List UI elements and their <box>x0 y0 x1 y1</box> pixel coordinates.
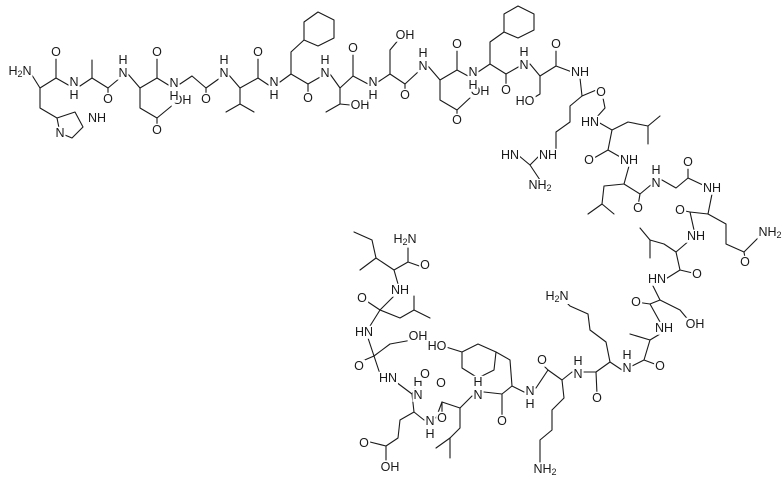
atom-label: N <box>467 64 479 79</box>
atom-label: O <box>347 40 359 55</box>
atom-label: N <box>518 57 530 72</box>
atom-label: N <box>424 413 436 428</box>
atom-label: N <box>367 74 379 89</box>
atom-label: HN <box>646 271 668 286</box>
atom-label: HN <box>499 147 521 162</box>
atom-label: H <box>650 162 662 177</box>
atom-label: NH <box>685 228 707 243</box>
atom-label: H <box>518 44 530 59</box>
atom-label: OH <box>379 459 401 474</box>
atom-label: H2N <box>544 289 570 304</box>
atom-label: O <box>302 90 314 105</box>
atom-label: NH2 <box>757 225 783 240</box>
atom-label: N <box>412 387 424 402</box>
atom-label: OH <box>349 97 371 112</box>
atom-label: N <box>68 74 80 89</box>
atom-label: H2N <box>392 232 418 247</box>
atom-label: O <box>399 87 411 102</box>
atom-label: N <box>54 125 66 140</box>
atom-label: NH <box>389 282 411 297</box>
atom-label: H <box>572 353 584 368</box>
atom-label: N <box>524 383 536 398</box>
atom-label: N <box>650 175 662 190</box>
atom-label: O <box>682 154 694 169</box>
atom-label: O <box>500 82 512 97</box>
atom-label: O <box>200 91 212 106</box>
atom-label: HO <box>514 93 536 108</box>
atom-label: HN <box>377 370 399 385</box>
atom-label: OH <box>394 27 416 42</box>
atom-label: O <box>151 122 163 137</box>
atom-label: H <box>367 87 379 102</box>
atom-label: H <box>218 52 230 67</box>
atom-label: HO <box>426 338 448 353</box>
atom-label: O <box>654 358 666 373</box>
atom-label: NH2 <box>532 462 558 477</box>
atom-label: H <box>117 52 129 67</box>
atom-label: N <box>218 65 230 80</box>
atom-label: O <box>102 91 114 106</box>
atom-label: H <box>319 52 331 67</box>
atom-label: NH <box>618 152 640 167</box>
atom-label: N <box>319 65 331 80</box>
atom-label: O <box>436 410 448 425</box>
atom-label: O <box>630 294 642 309</box>
atom-label: O <box>691 266 703 281</box>
atom-label: O <box>356 290 368 305</box>
atom-label: NH <box>537 147 559 162</box>
atom-label: O <box>50 44 62 59</box>
atom-label: NH2 <box>527 178 553 193</box>
atom-label: HN <box>353 324 375 339</box>
atom-label: H2N <box>7 64 33 79</box>
atom-label: NH <box>569 64 591 79</box>
atom-label: O <box>591 390 603 405</box>
atom-label: N <box>572 366 584 381</box>
atom-label: HN <box>579 114 601 129</box>
atom-label: O <box>536 352 548 367</box>
atom-label: O <box>583 152 595 167</box>
atom-label: O <box>435 375 447 390</box>
atom-label: O <box>496 413 508 428</box>
atom-label: O <box>419 257 431 272</box>
atom-label: NH <box>653 320 675 335</box>
atom-label: O <box>550 36 562 51</box>
atom-label: H <box>268 87 280 102</box>
atom-label: O <box>151 44 163 59</box>
atom-label: N <box>472 387 484 402</box>
atom-label: N <box>621 360 633 375</box>
atom-label: N <box>268 74 280 89</box>
atom-label: O <box>595 84 607 99</box>
atom-label: O <box>252 44 264 59</box>
atom-label: H <box>168 88 180 103</box>
atom-label: H <box>467 77 479 92</box>
atom-label: N <box>168 75 180 90</box>
atom-label: O <box>739 254 751 269</box>
atom-label: OH <box>684 316 706 331</box>
atom-label: H <box>424 426 436 441</box>
atom-label: O <box>674 202 686 217</box>
atom-label: O <box>632 200 644 215</box>
atom-label: OH <box>407 328 429 343</box>
atom-label: H <box>417 45 429 60</box>
atom-label: NH <box>701 180 723 195</box>
atom-label: H <box>412 374 424 389</box>
atom-label: H <box>472 374 484 389</box>
atom-label: O <box>451 36 463 51</box>
atom-label: O <box>451 112 463 127</box>
atom-label: O <box>353 358 365 373</box>
atom-label: NH <box>86 110 108 125</box>
atom-label: H <box>621 347 633 362</box>
atom-label: O <box>358 435 370 450</box>
atom-label: H <box>68 87 80 102</box>
atom-label: N <box>417 58 429 73</box>
atom-label: O <box>419 366 431 381</box>
atom-label: H <box>524 396 536 411</box>
atom-label: N <box>117 65 129 80</box>
